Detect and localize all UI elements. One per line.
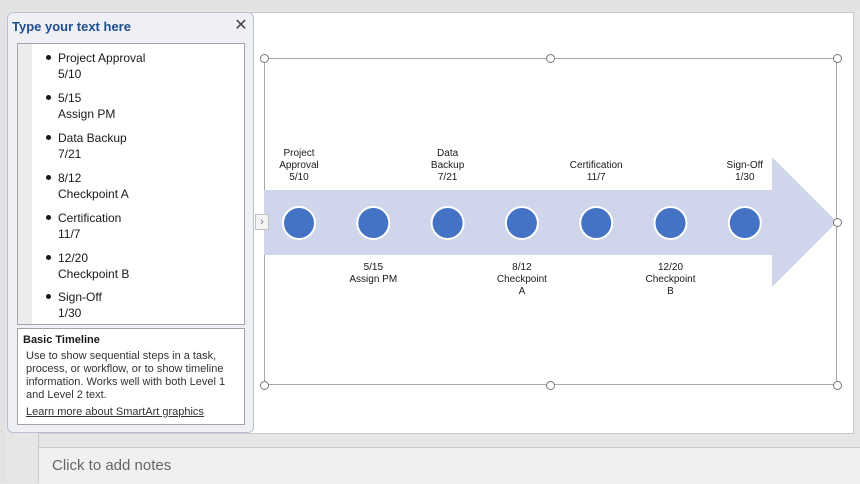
resize-handle-top-left[interactable] [260,54,269,63]
resize-handle-top-right[interactable] [833,54,842,63]
timeline-label[interactable]: 7/21 [438,172,458,183]
text-entry-list[interactable]: Project Approval 5/10 5/15 Assign PM Dat… [17,43,245,325]
item-secondary: 11/7 [58,227,81,241]
item-primary: 8/12 [58,171,82,185]
item-primary: Certification [58,211,122,225]
timeline-label[interactable]: 5/10 [289,172,309,183]
timeline-dot[interactable] [504,206,539,240]
timeline-dot[interactable] [430,206,465,240]
resize-handle-top[interactable] [546,54,555,63]
item-secondary: 1/30 [58,306,82,320]
list-item[interactable]: Certification 11/7 [58,210,121,242]
bullet-icon [46,175,51,180]
timeline-arrow[interactable] [264,157,837,287]
item-primary: 12/20 [58,251,89,265]
layout-name: Basic Timeline [23,334,100,346]
resize-handle-bottom-left[interactable] [260,381,269,390]
timeline-label[interactable]: 5/15 [364,262,384,273]
resize-handle-right[interactable] [833,218,842,227]
learn-more-link[interactable]: Learn more about SmartArt graphics [26,406,204,418]
item-primary: Project Approval [58,51,146,65]
timeline-label[interactable]: Checkpoint [497,274,547,285]
list-item[interactable]: 8/12 Checkpoint A [58,170,129,202]
list-item[interactable]: Project Approval 5/10 [58,50,145,82]
bullet-icon [46,255,51,260]
timeline-label[interactable]: 11/7 [587,172,606,183]
item-secondary: 5/10 [58,67,82,81]
chevron-right-icon[interactable]: › [255,214,269,230]
list-gutter [18,44,32,324]
pane-title: Type your text here [12,19,131,34]
list-item[interactable]: Sign-Off 1/30 [58,289,102,321]
close-icon[interactable]: ✕ [234,17,248,34]
notes-pane[interactable]: Click to add notes [39,447,860,484]
resize-handle-bottom[interactable] [546,381,555,390]
timeline-label[interactable]: Checkpoint [645,274,695,285]
item-secondary: 7/21 [58,147,82,161]
timeline-label[interactable]: Assign PM [349,274,397,285]
bullet-icon [46,135,51,140]
resize-handle-bottom-right[interactable] [833,381,842,390]
bullet-icon [46,95,51,100]
timeline-label[interactable]: Sign-Off [727,160,764,171]
smartart-text-pane: Type your text here ✕ Project Approval 5… [7,12,254,433]
timeline-label[interactable]: Data [437,148,459,159]
thumbnail-rail-edge [0,0,6,483]
list-item[interactable]: 5/15 Assign PM [58,90,115,122]
timeline-label[interactable]: 1/30 [735,172,755,183]
layout-description-text: Use to show sequential steps in a task, … [26,350,226,401]
item-primary: 5/15 [58,91,82,105]
list-item[interactable]: Data Backup 7/21 [58,130,127,162]
timeline-label[interactable]: A [519,286,526,297]
timeline-dot[interactable] [727,206,762,240]
timeline-dot[interactable] [579,206,614,240]
timeline-label[interactable]: Certification [570,160,623,171]
item-primary: Sign-Off [58,290,102,304]
item-primary: Data Backup [58,131,127,145]
bullet-icon [46,294,51,299]
notes-placeholder: Click to add notes [52,457,172,474]
timeline-label[interactable]: Project [283,148,314,159]
item-secondary: Checkpoint B [58,267,130,281]
timeline-dot[interactable] [653,206,688,240]
item-secondary: Assign PM [58,107,116,121]
timeline-label[interactable]: Backup [431,160,465,171]
timeline-dot[interactable] [282,206,316,240]
divider [38,432,39,483]
bullet-icon [46,215,51,220]
bullet-icon [46,55,51,60]
layout-description: Basic Timeline Use to show sequential st… [17,328,245,425]
timeline-label[interactable]: Approval [279,160,318,171]
timeline-label[interactable]: B [667,286,674,297]
ribbon-edge [0,0,860,10]
timeline-label[interactable]: 12/20 [658,262,683,273]
item-secondary: Checkpoint A [58,187,129,201]
timeline-dot[interactable] [356,206,391,240]
list-item[interactable]: 12/20 Checkpoint B [58,250,129,282]
timeline-label[interactable]: 8/12 [512,262,532,273]
